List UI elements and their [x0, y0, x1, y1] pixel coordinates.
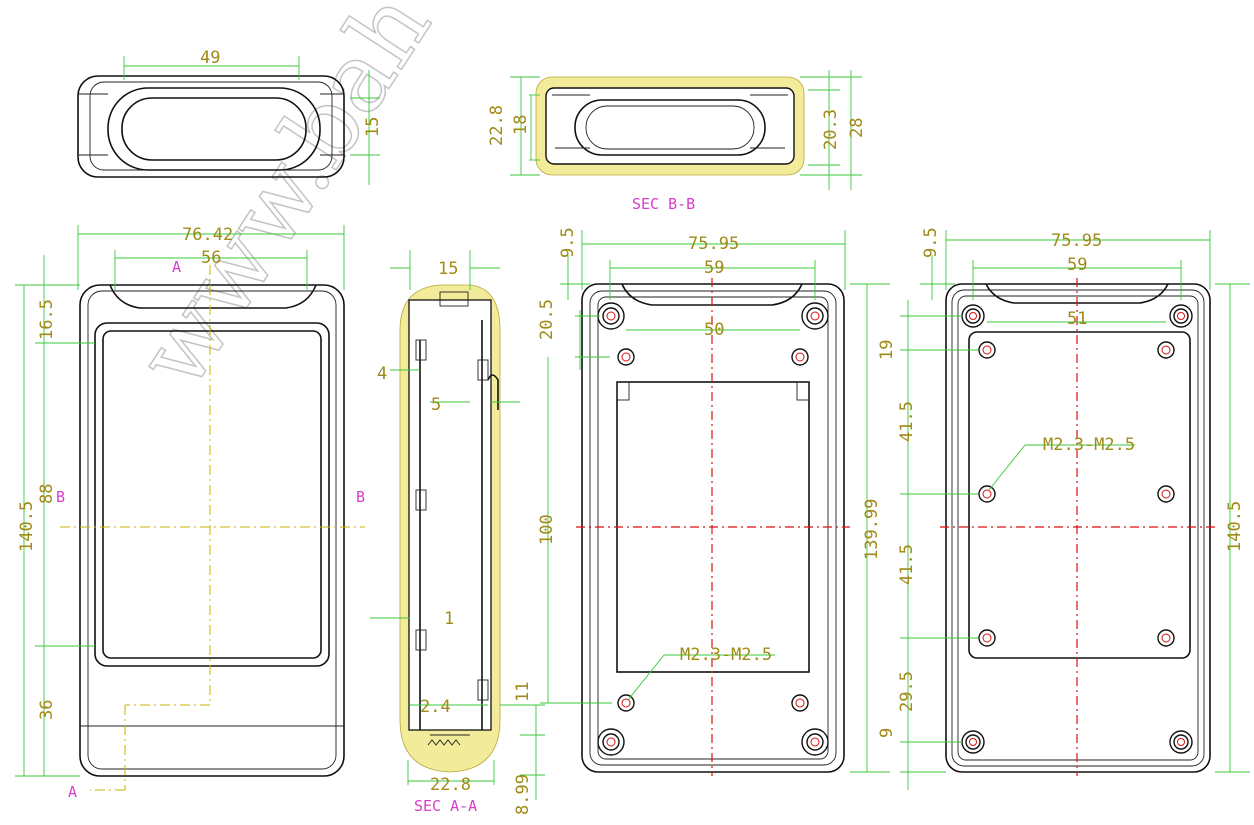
dim-side-width: 15 — [438, 259, 458, 279]
dim-right-first: 19 — [877, 340, 897, 360]
dim-right-bottom-row: 29.5 — [897, 671, 917, 712]
pcb-hole-2 — [791, 348, 809, 366]
screw-boss-1 — [597, 302, 625, 330]
front-view: 76.42 56 16.5 140.5 88 36 A A B B — [15, 225, 365, 801]
pcb-hole-4 — [791, 694, 809, 712]
dim-side-rim: 1 — [444, 609, 454, 629]
dim-sec-bb-right-outer: 28 — [847, 118, 867, 138]
dim-sec-bb-right-inner: 20.3 — [821, 109, 841, 150]
lid-screw-1 — [961, 304, 985, 328]
dim-side-bottom-height: 8.99 — [513, 774, 533, 815]
dim-right-hole-span: 51 — [1067, 309, 1087, 329]
dim-sec-bb-outer: 22.8 — [487, 105, 507, 146]
dim-side-bottom-width: 22.8 — [430, 775, 471, 795]
dim-side-small: 2.4 — [420, 697, 451, 717]
dim-right-inner: 59 — [1067, 255, 1087, 275]
label-sec-aa: SEC A-A — [414, 797, 477, 815]
screw-boss-4 — [801, 728, 829, 756]
label-b-right: B — [356, 488, 365, 506]
top-view: 49 15 — [77, 48, 383, 185]
label-sec-bb: SEC B-B — [632, 195, 695, 213]
dim-right-bottom: 9 — [877, 728, 897, 738]
lid-screw-2 — [1169, 304, 1193, 328]
lid-screw-3 — [961, 730, 985, 754]
dim-right-height: 140.5 — [1225, 501, 1245, 552]
lid-hole-4 — [1157, 485, 1175, 503]
dim-front-window: 56 — [201, 248, 221, 268]
screw-boss-2 — [801, 302, 829, 330]
label-a-top: A — [172, 258, 181, 276]
dim-side-wall: 4 — [377, 364, 387, 384]
dim-front-total: 140.5 — [17, 501, 37, 552]
dim-top-view-width: 49 — [200, 48, 220, 68]
label-a-bottom: A — [68, 783, 77, 801]
dim-mid-inner: 59 — [704, 258, 724, 278]
dim-right-top-offset: 9.5 — [921, 227, 941, 258]
dim-right-lower: 41.5 — [897, 544, 917, 585]
dim-mid-height: 139.99 — [862, 499, 882, 560]
pcb-hole-1 — [617, 348, 635, 366]
lid-hole-2 — [1157, 341, 1175, 359]
dim-front-bottom: 36 — [37, 700, 57, 720]
label-b-left: B — [56, 488, 65, 506]
dim-front-window-height: 88 — [37, 484, 57, 504]
dim-mid-width: 75.95 — [688, 234, 739, 254]
lid-view: 9.5 75.95 59 51 19 41.5 41.5 29.5 9 140.… — [877, 227, 1250, 790]
label-thread-right: M2.3-M2.5 — [1043, 435, 1135, 455]
label-thread-mid: M2.3-M2.5 — [680, 645, 772, 665]
dim-mid-hole-span: 50 — [704, 320, 724, 340]
lid-screw-4 — [1169, 730, 1193, 754]
dim-side-foot: 11 — [513, 682, 533, 702]
lid-hole-3 — [978, 485, 996, 503]
dim-front-top: 16.5 — [37, 299, 57, 340]
screw-boss-3 — [597, 728, 625, 756]
dim-right-upper: 41.5 — [897, 401, 917, 442]
lid-hole-5 — [978, 629, 996, 647]
dim-mid-height-inner: 100 — [537, 514, 557, 545]
dim-mid-first-row: 20.5 — [537, 299, 557, 340]
pcb-hole-3 — [617, 694, 635, 712]
dim-right-width: 75.95 — [1051, 231, 1102, 251]
section-aa-view: 15 4 5 1 2.4 11 22.8 8.99 SEC A-A — [370, 250, 545, 815]
dim-mid-top-offset: 9.5 — [558, 227, 578, 258]
dim-top-view-height: 15 — [363, 117, 383, 137]
dim-front-width: 76.42 — [182, 225, 233, 245]
dim-sec-bb-inner: 18 — [511, 115, 531, 135]
dim-side-gap: 5 — [431, 395, 441, 415]
inside-view: 9.5 75.95 59 50 20.5 100 139.99 M2.3-M2.… — [537, 227, 890, 776]
lid-hole-6 — [1157, 629, 1175, 647]
lid-hole-1 — [978, 341, 996, 359]
section-bb-view: 22.8 18 20.3 28 SEC B-B — [487, 70, 867, 213]
